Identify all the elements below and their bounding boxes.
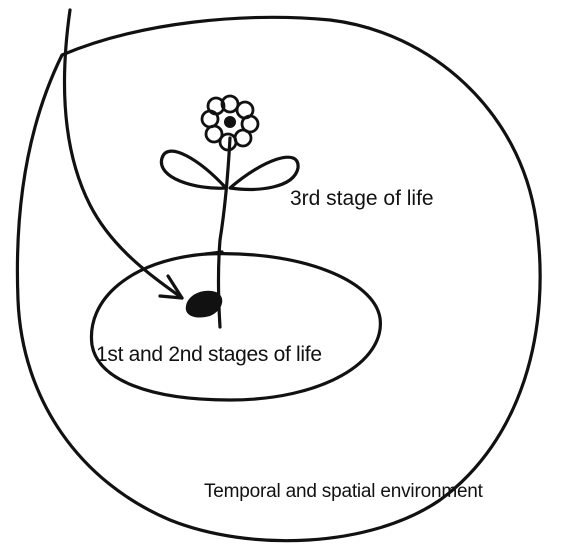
right-leaf xyxy=(230,157,298,189)
left-leaf xyxy=(161,151,226,188)
stage12-ellipse xyxy=(91,254,380,400)
flower-center xyxy=(224,116,236,128)
seed xyxy=(186,291,222,318)
arrow-head xyxy=(160,276,182,298)
stage3-label: 3rd stage of life xyxy=(290,188,434,209)
environment-circle xyxy=(17,17,540,540)
stage12-label: 1st and 2nd stages of life xyxy=(96,344,322,365)
stem-mark xyxy=(206,252,222,254)
environment-label: Temporal and spatial environment xyxy=(204,482,483,501)
